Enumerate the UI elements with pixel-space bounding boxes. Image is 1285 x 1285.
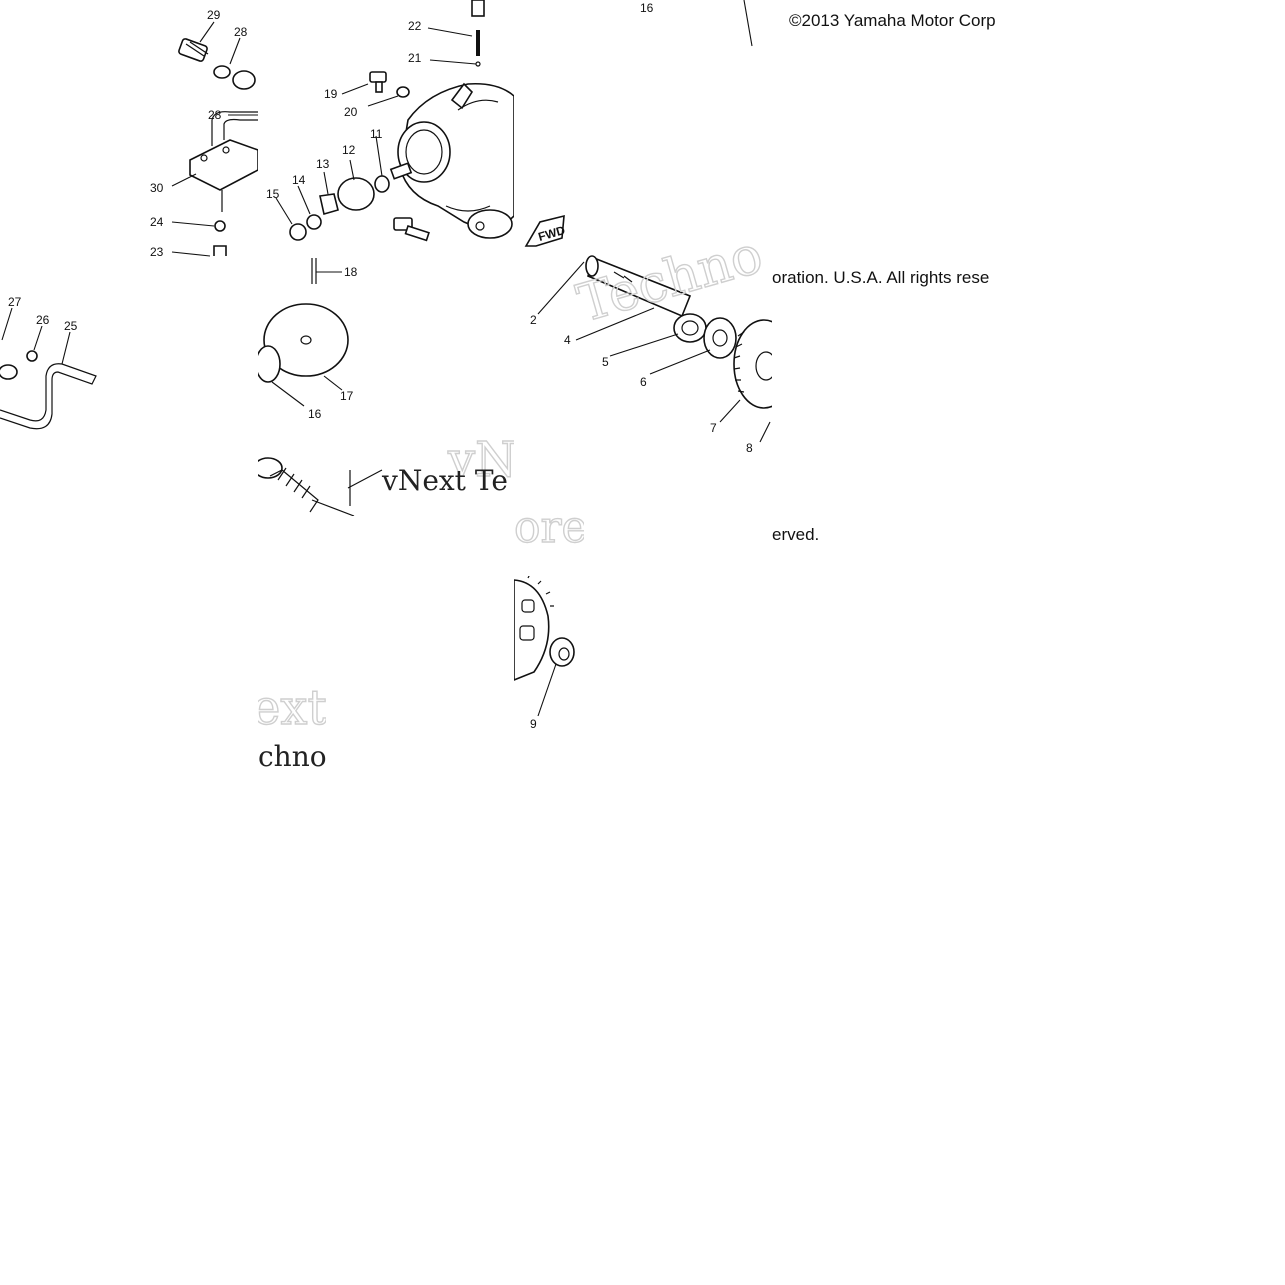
right-leader-lines	[537, 261, 771, 443]
part-15-nut	[289, 223, 307, 241]
part-21-clip	[475, 61, 481, 67]
watermark-ne: vNe	[447, 432, 514, 488]
callout-19: 19	[324, 87, 338, 101]
callout-21: 21	[408, 51, 422, 65]
callout-28: 28	[234, 25, 248, 39]
callout-20: 20	[344, 105, 358, 119]
callout-8: 8	[746, 441, 753, 455]
callout-15: 15	[266, 187, 280, 201]
callout-30: 30	[150, 181, 164, 195]
part-12-plate	[337, 177, 375, 211]
part-13-lock	[319, 193, 339, 216]
callout-14: 14	[292, 173, 306, 187]
part-11-o-ring	[374, 175, 390, 193]
copyright-line-2: oration. U.S.A. All rights rese	[772, 268, 990, 287]
callout-2: 2	[530, 313, 537, 327]
callout-23: 23	[150, 245, 164, 259]
part-lower-screw	[393, 217, 430, 242]
callout-13: 13	[316, 157, 330, 171]
part-25-rod	[0, 363, 97, 430]
copyright-line-1: ©2013 Yamaha Motor Corp	[789, 11, 996, 30]
callout-29: 29	[207, 8, 221, 22]
part-14-washer	[306, 214, 322, 230]
part-19-screw	[369, 71, 387, 93]
part-17-disc	[263, 303, 349, 377]
worm-gear	[258, 457, 355, 516]
right-diagram-svg: FWD 2 4 5 6 7	[524, 214, 772, 455]
watermark-chno: chno	[258, 740, 326, 773]
left-leader-lines	[1, 21, 258, 365]
callout-4: 4	[564, 333, 571, 347]
callout-6: 6	[640, 375, 647, 389]
part-3-pin	[347, 469, 383, 506]
part-23-stud	[213, 245, 227, 256]
callout-27: 27	[8, 295, 22, 309]
top-right-fragment: 16	[634, 0, 760, 50]
callout-12: 12	[342, 143, 356, 157]
part-29-bolt	[178, 38, 209, 62]
part-5-bearing	[673, 313, 707, 343]
callout-16: 16	[308, 407, 322, 421]
watermark-tile-ore: ore	[514, 508, 584, 548]
oil-pump-body	[389, 82, 514, 239]
watermark-ore: ore	[514, 508, 584, 548]
callout-7: 7	[710, 421, 717, 435]
callout-26: 26	[36, 313, 50, 327]
lower-diagram-tile: 9	[514, 576, 580, 732]
part-20-washer	[396, 86, 410, 98]
callout-16-top: 16	[640, 1, 654, 15]
part-16-seal	[258, 345, 281, 383]
callout-5: 5	[602, 355, 609, 369]
right-diagram-tile: FWD 2 4 5 6 7	[514, 82, 772, 478]
center-diagram-tile: 22 21 19 20 13 12 11 14 15 18 17 16 vNe …	[258, 0, 514, 516]
part-26-nut	[26, 350, 38, 362]
callout-28b: 28	[208, 108, 222, 122]
part-28-collar	[232, 70, 256, 90]
callout-17: 17	[340, 389, 354, 403]
callout-18: 18	[344, 265, 358, 279]
part-9-nut	[549, 637, 575, 667]
callout-9: 9	[530, 717, 537, 731]
part-top-fitting	[471, 0, 485, 17]
part-24-nut	[214, 220, 226, 232]
callout-22: 22	[408, 19, 422, 33]
watermark-ext: ext	[258, 680, 326, 736]
part-30-bracket	[189, 111, 258, 212]
sprocket	[514, 576, 554, 681]
callout-11: 11	[370, 127, 383, 141]
center-diagram-svg: 22 21 19 20 13 12 11 14 15 18 17 16 vNe …	[258, 0, 514, 516]
copyright-line-3: erved.	[772, 525, 820, 544]
center-leader-lines	[271, 27, 477, 407]
part-6-washer	[703, 317, 737, 359]
left-diagram-svg: 29 28 28 30 24 23 27 26 25	[0, 8, 258, 430]
callout-24: 24	[150, 215, 164, 229]
watermark-tile-lower-left: ext chno	[258, 660, 326, 776]
part-28-washer	[213, 65, 231, 79]
part-7-gear	[733, 319, 772, 409]
fwd-tag: FWD	[524, 214, 567, 247]
watermark-techno: Techno	[571, 225, 769, 335]
callout-25: 25	[64, 319, 78, 333]
left-diagram-tile: 29 28 28 30 24 23 27 26 25	[0, 0, 258, 520]
watermark-next: vNext Te	[381, 464, 508, 497]
